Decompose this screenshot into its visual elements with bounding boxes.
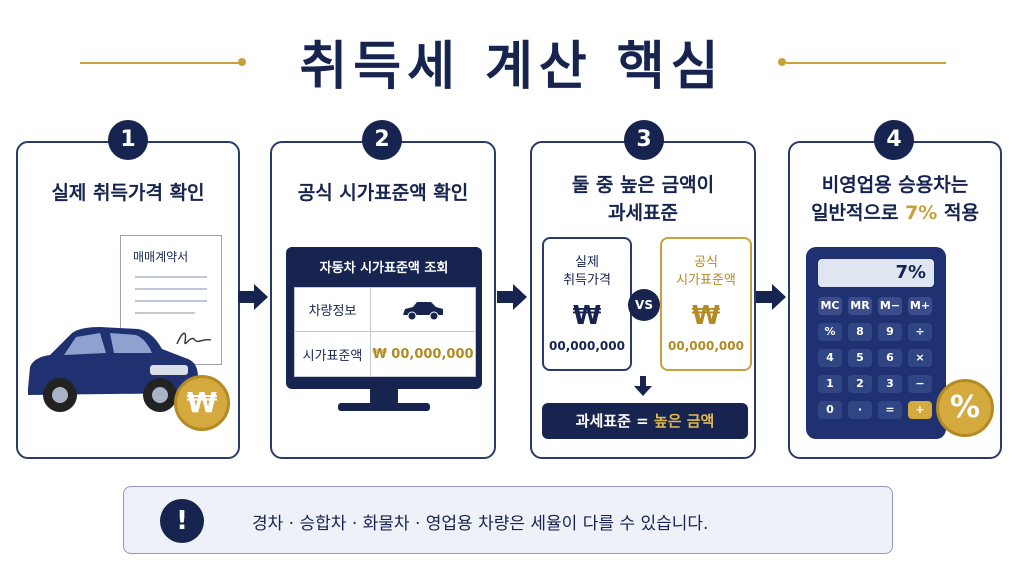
- step-3-title-line1: 둘 중 높은 금액이: [571, 174, 715, 196]
- title-left-dot: [238, 58, 246, 66]
- calculator-key: MR: [848, 297, 872, 315]
- step-2-title: 공식 시가표준액 확인: [297, 182, 469, 204]
- official-price-amount: 00,000,000: [668, 339, 744, 353]
- arrow-down-icon: [634, 376, 652, 396]
- notice-box: ! 경차 · 승합차 · 화물차 · 영업용 차량은 세율이 다를 수 있습니다…: [123, 486, 893, 554]
- step-3-badge: 3: [624, 120, 664, 160]
- calculator-key: 4: [818, 349, 842, 367]
- calculator-key: MC: [818, 297, 842, 315]
- calculator-key: =: [878, 401, 902, 419]
- arrow-right-icon: [238, 284, 268, 310]
- calculator-key: 8: [848, 323, 872, 341]
- monitor-neck: [370, 389, 398, 403]
- calculator-key: ·: [848, 401, 872, 419]
- calculator-key: 1: [818, 375, 842, 393]
- step-4-badge: 4: [874, 120, 914, 160]
- title-suffix: 적용: [937, 202, 979, 224]
- step-1-badge: 1: [108, 120, 148, 160]
- step-2-badge: 2: [362, 120, 402, 160]
- won-coin-icon: ₩: [174, 375, 230, 431]
- calculator-key: −: [908, 375, 932, 393]
- calculator-key: 9: [878, 323, 902, 341]
- calculator-display: 7%: [818, 259, 934, 287]
- lookup-table: 차량정보 시가표준액 ₩ 00,000,000: [294, 287, 476, 377]
- title-right-dot: [778, 58, 786, 66]
- calculator-key: ÷: [908, 323, 932, 341]
- row-value-standard-price: ₩ 00,000,000: [372, 346, 474, 362]
- calculator-key: %: [818, 323, 842, 341]
- car-icon: [28, 327, 198, 412]
- title-prefix: 일반적으로: [811, 202, 906, 224]
- document-label: 매매계약서: [133, 250, 189, 264]
- won-icon: ₩: [572, 301, 602, 331]
- tax-base-result: 과세표준 = 높은 금액: [542, 403, 748, 439]
- step-card-1: 실제 취득가격 확인 매매계약서 ₩: [16, 141, 240, 459]
- actual-price-line2: 취득가격: [563, 273, 611, 288]
- monitor: 자동차 시가표준액 조회 차량정보 시가표준액 ₩ 00,000,000: [286, 247, 482, 389]
- step-1-title: 실제 취득가격 확인: [51, 182, 205, 204]
- notice-text: 경차 · 승합차 · 화물차 · 영업용 차량은 세율이 다를 수 있습니다.: [252, 514, 709, 534]
- won-icon: ₩: [691, 301, 721, 331]
- calculator-key: 2: [848, 375, 872, 393]
- official-price-line2: 시가표준액: [676, 273, 736, 288]
- official-price-line1: 공식: [694, 255, 718, 270]
- arrow-right-icon: [756, 284, 786, 310]
- monitor-base: [338, 403, 430, 411]
- percent-badge-icon: %: [936, 379, 994, 437]
- actual-price-amount: 00,000,000: [549, 339, 625, 353]
- official-price-box: 공식 시가표준액 ₩ 00,000,000: [660, 237, 752, 371]
- step-3-title-line2: 과세표준: [608, 202, 678, 224]
- exclamation-icon: !: [160, 499, 204, 543]
- row-label-vehicle: 차량정보: [295, 288, 371, 332]
- calculator-key: +: [908, 401, 932, 419]
- calculator-key: M−: [878, 297, 902, 315]
- title-left-rule: [80, 62, 240, 64]
- title-right-rule: [786, 62, 946, 64]
- car-icon: [403, 301, 443, 320]
- calculator-key: M+: [908, 297, 932, 315]
- arrow-right-icon: [497, 284, 527, 310]
- actual-price-box: 실제 취득가격 ₩ 00,000,000: [542, 237, 632, 371]
- monitor-header: 자동차 시가표준액 조회: [319, 261, 449, 276]
- signature-icon: [176, 332, 212, 345]
- actual-price-line1: 실제: [575, 255, 599, 270]
- step-card-2: 공식 시가표준액 확인 자동차 시가표준액 조회 차량정보 시가표준액 ₩ 00…: [270, 141, 496, 459]
- row-value-vehicle: [371, 288, 475, 332]
- calculator-key: 3: [878, 375, 902, 393]
- step-card-3: 둘 중 높은 금액이 과세표준 실제 취득가격 ₩ 00,000,000 VS …: [530, 141, 756, 459]
- row-label-standard-price: 시가표준액: [295, 332, 371, 376]
- rate-highlight: 7%: [905, 202, 938, 224]
- calculator-key: ×: [908, 349, 932, 367]
- vs-badge: VS: [628, 289, 660, 321]
- page-title: 취득세 계산 핵심: [299, 37, 725, 97]
- calculator-key: 5: [848, 349, 872, 367]
- step-4-title-line2: 일반적으로 7% 적용: [790, 199, 1000, 227]
- result-prefix: 과세표준 =: [575, 412, 654, 430]
- step-4-title-line1: 비영업용 승용차는: [821, 174, 969, 196]
- calculator-key: 0: [818, 401, 842, 419]
- calculator-key: 6: [878, 349, 902, 367]
- result-highlight: 높은 금액: [653, 412, 715, 430]
